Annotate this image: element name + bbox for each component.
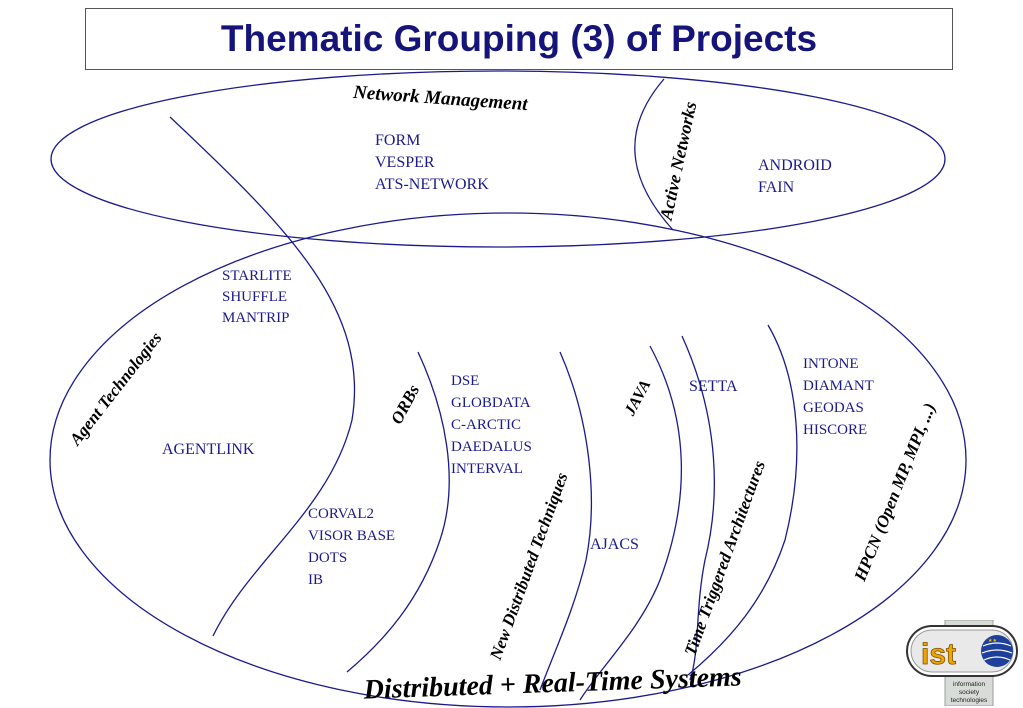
project-item: AJACS bbox=[590, 536, 639, 553]
active-networks-divider bbox=[634, 78, 674, 231]
ist-caption-line: information bbox=[953, 681, 986, 688]
active-networks-projects: ANDROID FAIN bbox=[758, 155, 832, 199]
project-item: IB bbox=[308, 572, 323, 588]
project-item: MANTRIP bbox=[222, 310, 290, 326]
java-label: JAVA bbox=[621, 377, 654, 419]
java-divider bbox=[579, 345, 682, 701]
network-management-projects: FORM VESPER ATS-NETWORK bbox=[375, 130, 489, 196]
ist-caption-line: technologies bbox=[951, 697, 988, 704]
project-item: DAEDALUS bbox=[451, 439, 532, 455]
project-item: STARLITE bbox=[222, 268, 292, 284]
time-triggered-projects: SETTA bbox=[689, 376, 738, 398]
ist-logo: ist ★★ information society technologies bbox=[906, 620, 1018, 706]
ist-mark: ist bbox=[921, 638, 956, 671]
project-item: DSE bbox=[451, 373, 480, 389]
project-item: SHUFFLE bbox=[222, 289, 288, 305]
ndt-label: New Distributed Techniques bbox=[486, 470, 572, 664]
project-item: FAIN bbox=[758, 179, 795, 196]
hpcn-projects: INTONE DIAMANT GEODAS HISCORE bbox=[803, 353, 874, 441]
title-box: Thematic Grouping (3) of Projects bbox=[85, 8, 953, 70]
agent-technologies-label: Agent Technologies bbox=[65, 328, 166, 449]
time-triggered-label: Time Triggered Architectures bbox=[681, 458, 769, 658]
orbs-label: ORBs bbox=[387, 381, 423, 427]
project-item: AGENTLINK bbox=[162, 441, 255, 458]
project-item: HISCORE bbox=[803, 422, 868, 438]
distributed-rt-label: Distributed + Real-Time Systems bbox=[362, 661, 742, 705]
java-projects: AJACS bbox=[590, 534, 639, 556]
project-item: CORVAL2 bbox=[308, 506, 375, 522]
project-item: FORM bbox=[375, 132, 421, 149]
network-management-ellipse bbox=[50, 70, 946, 248]
page-title: Thematic Grouping (3) of Projects bbox=[220, 18, 818, 59]
distributed-rt-ellipse bbox=[49, 212, 967, 708]
svg-text:★★: ★★ bbox=[988, 638, 997, 644]
agent-divider bbox=[169, 116, 356, 637]
network-management-label: Network Management bbox=[352, 82, 529, 115]
time-triggered-divider bbox=[681, 335, 715, 681]
project-item: ANDROID bbox=[758, 157, 832, 174]
ist-caption-line: society bbox=[959, 689, 980, 696]
project-item: INTONE bbox=[803, 356, 859, 372]
ndt-projects: DSE GLOBDATA C-ARCTIC DAEDALUS INTERVAL bbox=[451, 370, 532, 480]
project-item: DIAMANT bbox=[803, 378, 874, 394]
orbs-projects: CORVAL2 VISOR BASE DOTS IB bbox=[308, 503, 395, 591]
project-item: GLOBDATA bbox=[451, 395, 531, 411]
orbs-divider bbox=[346, 351, 450, 673]
project-item: ATS-NETWORK bbox=[375, 176, 489, 193]
overlap-projects: STARLITE SHUFFLE MANTRIP bbox=[222, 266, 292, 329]
project-item: VISOR BASE bbox=[308, 528, 396, 544]
project-item: SETTA bbox=[689, 378, 738, 395]
project-item: VESPER bbox=[375, 154, 435, 171]
ndt-divider bbox=[539, 351, 592, 691]
agent-technologies-projects: AGENTLINK bbox=[162, 439, 254, 461]
project-item: C-ARCTIC bbox=[451, 417, 522, 433]
project-item: INTERVAL bbox=[451, 461, 523, 477]
active-networks-label: Active Networks bbox=[656, 100, 701, 223]
project-item: DOTS bbox=[308, 550, 348, 566]
project-item: GEODAS bbox=[803, 400, 864, 416]
hpcn-divider bbox=[687, 324, 798, 676]
